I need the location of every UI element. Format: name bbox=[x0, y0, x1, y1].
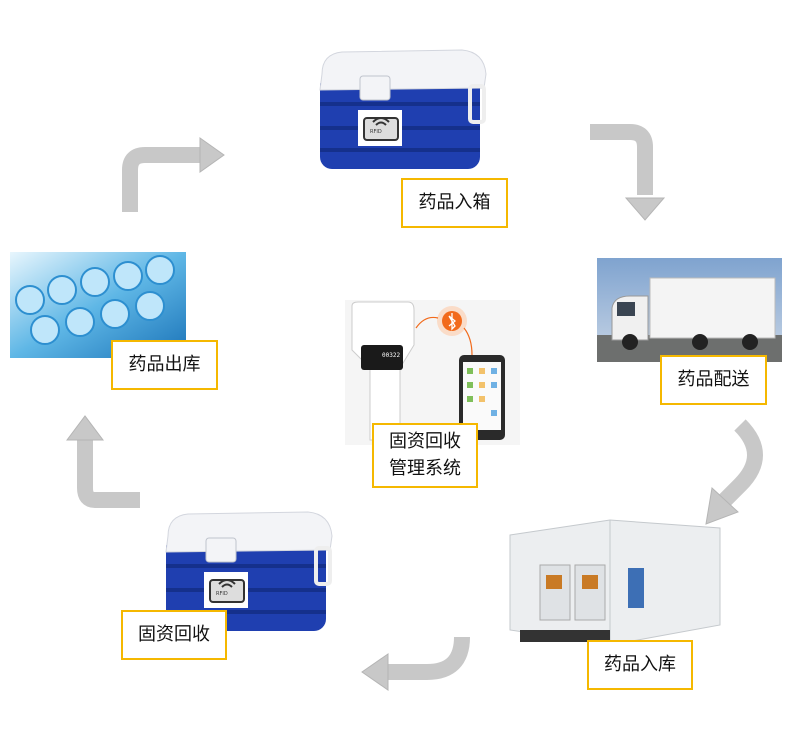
arrowhead-5 bbox=[66, 415, 104, 441]
arrowhead-1 bbox=[199, 137, 225, 173]
cooler-box-image bbox=[318, 48, 488, 171]
step-label-boxing: 药品入箱 bbox=[401, 178, 508, 228]
arrow-out-to-box bbox=[122, 147, 200, 212]
rfid-reader-system-image bbox=[345, 300, 520, 445]
step-label-storage: 药品入库 bbox=[587, 640, 693, 690]
arrow-truck-to-warehouse bbox=[719, 419, 763, 506]
arrowhead-2 bbox=[624, 197, 666, 221]
center-system-label: 固资回收 管理系统 bbox=[372, 423, 478, 488]
cycle-arrows bbox=[77, 124, 763, 680]
device-readout: 00322 bbox=[382, 352, 400, 359]
arrow-warehouse-to-recycle bbox=[385, 636, 470, 680]
step-label-delivery: 药品配送 bbox=[660, 355, 767, 405]
rfid-tag-text: RFID bbox=[370, 129, 382, 135]
truck-image bbox=[597, 258, 782, 362]
step-label-outbound: 药品出库 bbox=[111, 340, 218, 390]
center-label-line1: 固资回收 bbox=[389, 431, 461, 453]
arrow-box-to-truck bbox=[590, 124, 653, 195]
center-label-line2: 管理系统 bbox=[389, 457, 461, 479]
arrow-recycle-to-out bbox=[77, 440, 140, 508]
step-label-recycle: 固资回收 bbox=[121, 610, 227, 660]
cold-storage-image bbox=[509, 519, 721, 646]
arrowhead-3 bbox=[705, 487, 739, 525]
rfid-tag-text-2: RFID bbox=[216, 591, 228, 597]
arrowhead-4 bbox=[361, 653, 389, 691]
